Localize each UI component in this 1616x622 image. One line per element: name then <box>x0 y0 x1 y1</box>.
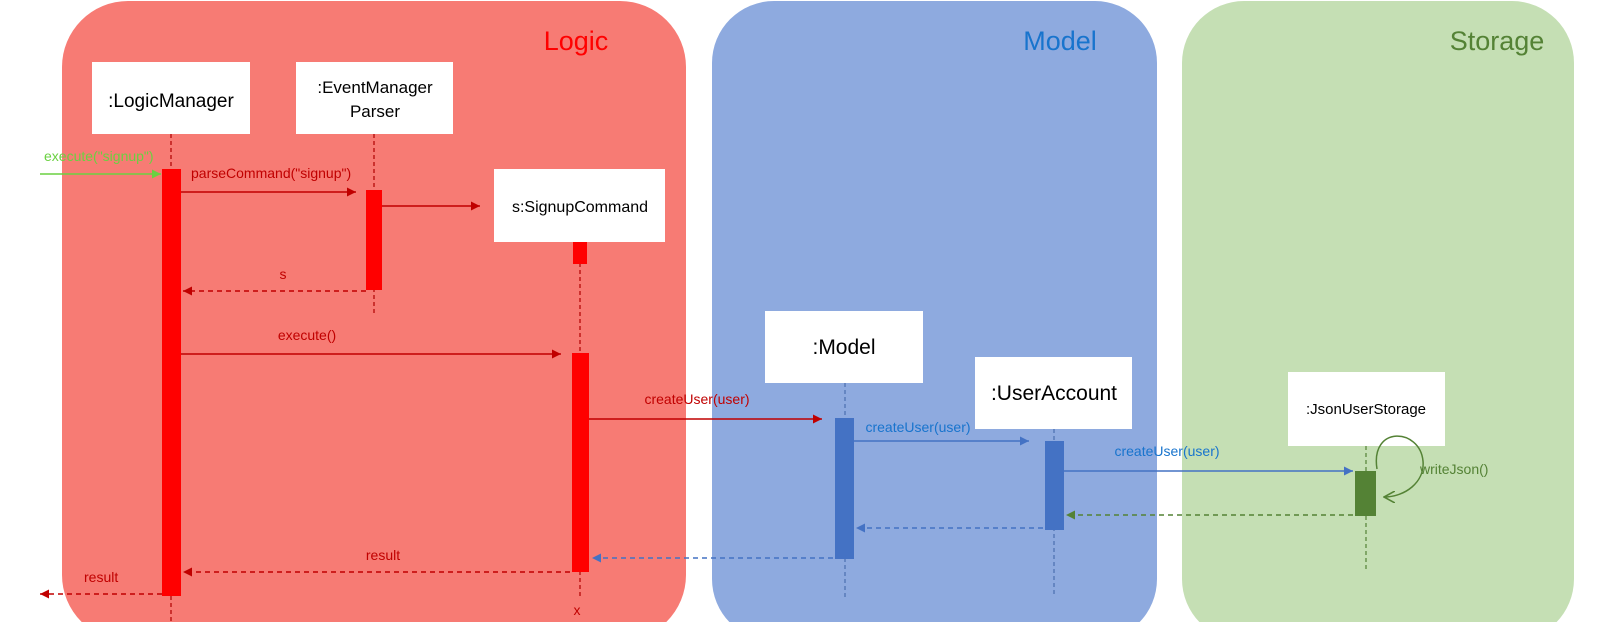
participant-label: :LogicManager <box>108 91 234 112</box>
message-execute-label: execute() <box>278 327 336 343</box>
activation-parser <box>366 190 382 290</box>
participant-json-user-storage: :JsonUserStorage <box>1288 372 1445 446</box>
message-result-to-logic-label: result <box>366 547 400 563</box>
participant-label: s:SignupCommand <box>512 199 648 216</box>
storage-lane-title: Storage <box>1450 26 1545 56</box>
participant-signup-command: s:SignupCommand <box>494 169 665 242</box>
participant-label-line1: :EventManager <box>317 78 433 97</box>
message-create-user-model-label: createUser(user) <box>644 391 749 407</box>
participant-label-line2: Parser <box>350 102 400 121</box>
participant-label: :UserAccount <box>991 382 1117 405</box>
participant-box <box>296 62 453 134</box>
model-lane-title: Model <box>1023 26 1097 56</box>
message-return-s-label: s <box>280 266 287 282</box>
participant-box <box>975 357 1132 429</box>
participant-label: :JsonUserStorage <box>1306 401 1426 418</box>
activation-user-account <box>1045 441 1064 530</box>
message-create-user-storage-label: createUser(user) <box>1114 443 1219 459</box>
participant-model: :Model <box>765 311 923 383</box>
destroy-mark: x <box>574 602 581 618</box>
participant-event-manager-parser: :EventManager Parser <box>296 62 453 134</box>
participant-box <box>92 62 250 134</box>
message-write-json-arrow <box>1375 435 1424 497</box>
message-write-json-label: writeJson() <box>1419 461 1488 477</box>
participant-user-account: :UserAccount <box>975 357 1132 429</box>
activation-logic-manager <box>162 169 181 596</box>
message-result-out-label: result <box>84 569 118 585</box>
activation-signup-command-initial <box>573 242 587 264</box>
logic-lane-title: Logic <box>544 26 609 56</box>
participant-label: :Model <box>812 336 875 359</box>
message-execute-signup-label: execute("signup") <box>44 148 154 164</box>
participant-logic-manager: :LogicManager <box>92 62 250 134</box>
message-parse-command-label: parseCommand("signup") <box>191 165 351 181</box>
storage-lane <box>1182 1 1574 622</box>
participant-box <box>765 311 923 383</box>
activation-signup-command-execute <box>572 353 589 572</box>
participant-box <box>494 169 665 242</box>
activation-model <box>835 418 854 559</box>
activation-json-storage <box>1355 471 1376 516</box>
participant-box <box>1288 372 1445 446</box>
message-create-user-account-label: createUser(user) <box>865 419 970 435</box>
